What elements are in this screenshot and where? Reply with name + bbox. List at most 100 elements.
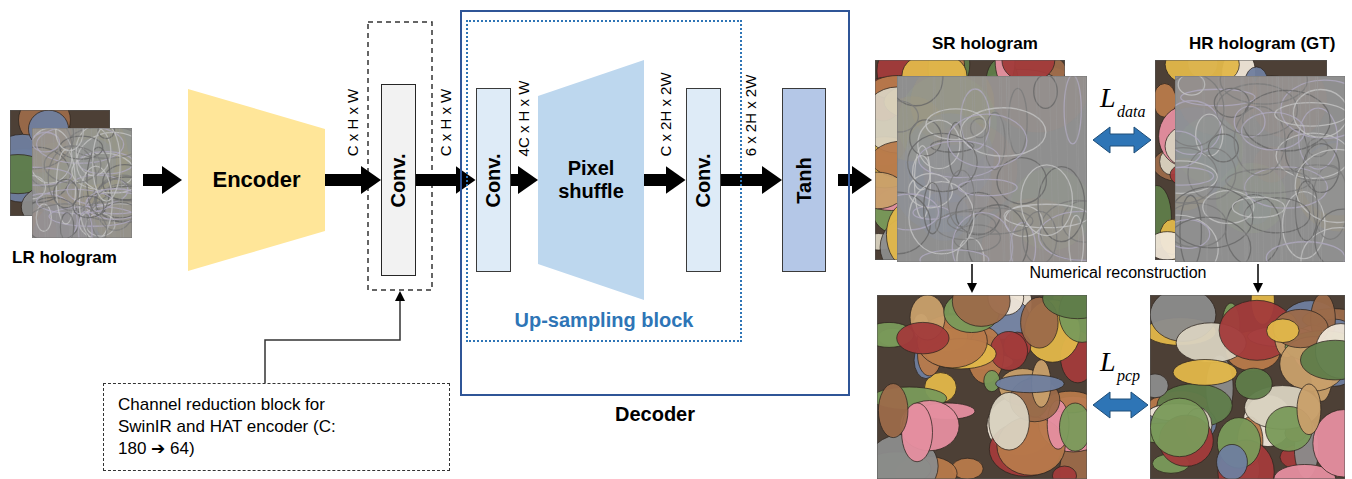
upsampling-block: Conv. Pixel shuffle Conv. Up-sampling block — [466, 20, 742, 342]
reconstruction-image — [877, 295, 1087, 479]
hologram-fringe — [1301, 228, 1345, 262]
flow-arrow — [838, 174, 854, 186]
flow-arrow — [143, 174, 164, 186]
image-caption: LR hologram — [12, 248, 117, 268]
hologram-fringe — [948, 170, 975, 227]
block-heading: Decoder — [615, 403, 695, 426]
hologram-image — [1175, 76, 1345, 262]
scene-object — [1297, 384, 1321, 435]
hologram-fringe — [941, 76, 945, 262]
flow-arrow — [721, 174, 765, 186]
hologram-fringe — [1018, 76, 1022, 262]
hologram-fringe — [924, 183, 942, 234]
hologram-fringe — [1008, 88, 1027, 154]
pixel-shuffle-block: Pixel shuffle — [538, 60, 644, 300]
scene-object — [897, 322, 949, 353]
dashed-group-box — [368, 22, 432, 290]
hologram-tint — [1175, 107, 1239, 197]
flow-arrow — [325, 174, 363, 186]
image-frame — [877, 295, 1087, 479]
scene-object — [1217, 444, 1248, 479]
hologram-fringe — [1075, 76, 1079, 262]
hologram-fringe — [897, 101, 918, 132]
hologram-fringe — [74, 128, 78, 238]
scene-object — [1150, 374, 1168, 398]
hologram-fringe — [57, 128, 61, 238]
hologram-fringe — [933, 76, 937, 262]
block-label: Conv. — [692, 153, 715, 207]
reconstruction-image — [1150, 295, 1345, 479]
hologram-fringe — [972, 76, 976, 262]
hologram-fringe — [1298, 76, 1302, 262]
hologram-fringe — [1253, 76, 1257, 262]
tensor-shape-label: C x 2H x 2W — [656, 72, 673, 156]
hologram-fringe — [1226, 169, 1311, 193]
hologram-fringe — [974, 76, 978, 262]
hologram-fringe — [117, 128, 121, 238]
hologram-fringe — [1066, 76, 1070, 262]
hologram-fringe — [1266, 242, 1345, 262]
hologram-fringe — [1268, 76, 1272, 262]
block-label: Channel reduction block for SwinIR and H… — [118, 394, 368, 460]
scene-object — [952, 295, 1010, 326]
conv-box: Conv. — [476, 88, 511, 272]
hologram-fringe — [109, 128, 113, 238]
reconstruction-arrow — [971, 264, 973, 284]
hologram-fringe — [1036, 76, 1040, 262]
reconstruction-arrow — [1257, 264, 1259, 284]
hologram-fringe — [1232, 197, 1284, 217]
hologram-fringe — [1272, 76, 1276, 262]
scene-object — [1059, 403, 1087, 451]
hologram-fringe — [1255, 76, 1259, 262]
hologram-fringe — [1315, 76, 1319, 262]
hologram-fringe — [58, 128, 62, 238]
image-frame — [1150, 295, 1345, 479]
hologram-fringe — [41, 128, 45, 238]
encoder-block: Encoder — [188, 89, 325, 271]
image-frame — [32, 128, 132, 238]
scene-object — [878, 384, 908, 438]
block-label: Encoder — [212, 167, 300, 192]
flow-arrow — [644, 174, 668, 186]
tensor-shape-label: 4C x H x W — [516, 80, 533, 156]
process-note: Numerical reconstruction — [1026, 264, 1211, 282]
image-frame — [1175, 76, 1345, 262]
tanh-box: Tanh — [782, 88, 826, 272]
hologram-fringe — [984, 76, 988, 262]
pixel-shuffle-trapezoid — [538, 60, 644, 300]
conv-box: Conv. — [686, 88, 721, 272]
tensor-shape-label: 6 x 2H x 2W — [743, 74, 760, 156]
block-label: Tanh — [793, 157, 816, 203]
callout-leader — [265, 300, 400, 383]
image-caption: HR hologram (GT) — [1189, 34, 1335, 54]
hologram-image — [32, 128, 132, 238]
hologram-fringe — [897, 194, 939, 230]
hologram-fringe — [91, 128, 95, 238]
block-heading: Up-sampling block — [515, 309, 694, 332]
hologram-fringe — [1175, 167, 1214, 185]
hologram-fringe — [68, 128, 72, 238]
hologram-fringe — [999, 76, 1003, 262]
hologram-fringe — [1049, 76, 1053, 262]
hologram-fringe — [53, 128, 57, 238]
callout-box: Channel reduction block for SwinIR and H… — [103, 383, 450, 471]
hologram-fringe — [105, 128, 109, 238]
hologram-fringe — [1175, 203, 1227, 247]
hologram-fringe — [947, 208, 1032, 234]
hologram-fringe — [66, 128, 70, 238]
hologram-fringe — [96, 128, 100, 238]
hologram-fringe — [1220, 76, 1307, 104]
hologram-fringe — [98, 128, 102, 238]
hologram-fringe — [111, 128, 115, 238]
hologram-fringe — [1278, 76, 1282, 262]
hologram-fringe — [1309, 76, 1313, 262]
scene-object — [1052, 466, 1076, 479]
conv-box: Conv. — [381, 84, 416, 276]
scene-object — [989, 392, 1030, 450]
hologram-fringe — [1175, 131, 1202, 168]
hologram-fringe — [86, 189, 132, 220]
hologram-fringe — [986, 76, 990, 262]
hologram-fringe — [1244, 198, 1310, 233]
hologram-fringe — [1175, 187, 1253, 248]
